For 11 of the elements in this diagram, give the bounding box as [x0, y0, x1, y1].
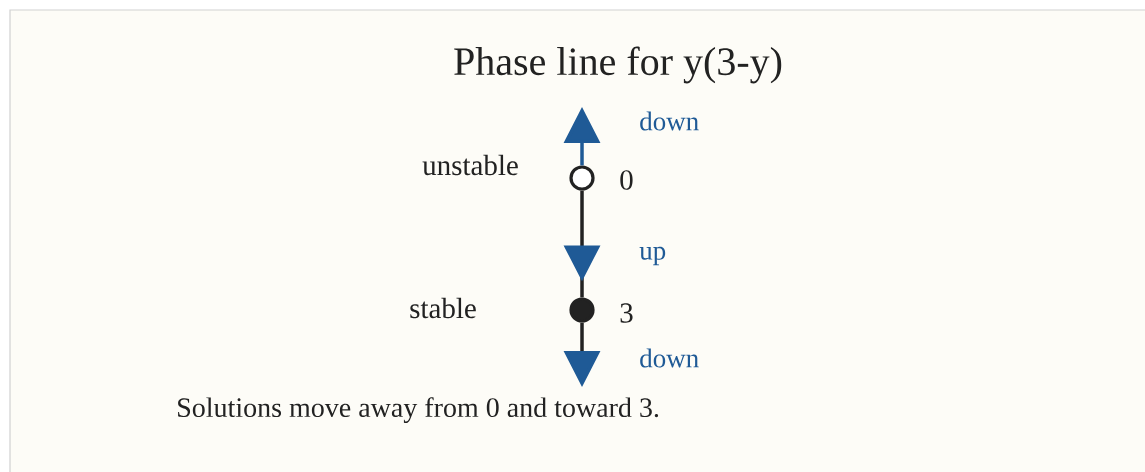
edge-label: down: [640, 348, 699, 368]
value-label: 3: [620, 303, 633, 323]
edge-label: down: [640, 111, 699, 131]
caption: Solutions move away from 0 and toward 3.: [178, 397, 659, 423]
edge-label: up: [639, 246, 666, 266]
title: Phase line for y(3-y): [454, 46, 782, 84]
stability-label: unstable: [422, 154, 518, 176]
unstable-point: [569, 165, 595, 191]
stability-label: stable: [410, 297, 476, 319]
value-label: 0: [620, 170, 633, 190]
stable-point: [569, 297, 595, 323]
